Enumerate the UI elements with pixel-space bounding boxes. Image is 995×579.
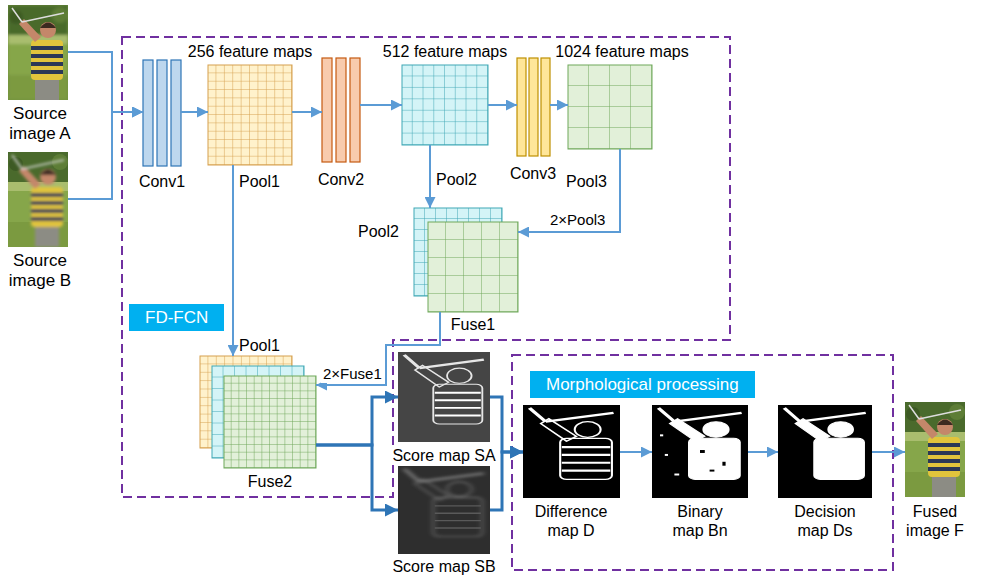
binary-map bbox=[652, 405, 748, 498]
photo-b bbox=[8, 152, 68, 247]
conv-layer: Conv2 bbox=[322, 58, 360, 162]
difference-map bbox=[523, 405, 620, 498]
connector-arrow bbox=[429, 145, 431, 208]
image-caption: Score map SB bbox=[390, 557, 497, 576]
pool1-grid bbox=[208, 65, 292, 165]
source-image: Source image A bbox=[8, 5, 68, 100]
photo-fused bbox=[905, 402, 965, 497]
fuse1-stack bbox=[414, 208, 518, 312]
fused-image: Fused image F bbox=[905, 402, 965, 497]
image-caption: Source image B bbox=[0, 251, 82, 291]
input-label: Pool2 bbox=[358, 222, 399, 241]
connector-arrow bbox=[748, 451, 778, 453]
layer-label: Conv1 bbox=[139, 172, 185, 191]
layer-label: Fuse1 bbox=[451, 315, 495, 334]
edge-label: 2×Fuse1 bbox=[321, 365, 384, 383]
feature-grid: 1024 feature mapsPool3 bbox=[568, 65, 652, 149]
image-caption: Decision map Ds bbox=[780, 502, 870, 540]
image-caption: Difference map D bbox=[519, 502, 623, 540]
feature-grid: 512 feature mapsPool2 bbox=[402, 65, 488, 145]
connector-arrow bbox=[181, 111, 208, 113]
region-tag: FD-FCN bbox=[129, 304, 224, 331]
region-tag: Morphological processing bbox=[530, 371, 755, 398]
source-image: Source image B bbox=[8, 152, 68, 247]
input-label: Pool1 bbox=[239, 336, 280, 355]
map-image: Difference map D bbox=[523, 405, 620, 498]
connector-arrow bbox=[316, 312, 440, 385]
image-caption: Score map SA bbox=[390, 446, 497, 465]
conv2-bars bbox=[322, 58, 360, 162]
score-map-a bbox=[398, 352, 490, 442]
feature-count: 256 feature maps bbox=[188, 42, 313, 61]
score-map-b bbox=[398, 466, 490, 554]
layer-label: Pool1 bbox=[239, 172, 280, 191]
conv1-bars bbox=[143, 60, 181, 166]
image-caption: Fused image F bbox=[899, 502, 971, 540]
connector-arrow bbox=[620, 451, 652, 453]
connector-arrow bbox=[550, 104, 568, 106]
conv-layer: Conv1 bbox=[143, 60, 181, 166]
processing-outline bbox=[512, 355, 893, 570]
layer-label: Fuse2 bbox=[248, 472, 292, 491]
layer-label: Pool2 bbox=[436, 170, 477, 189]
layer-label: Conv2 bbox=[318, 170, 364, 189]
image-caption: Binary map Bn bbox=[662, 502, 738, 540]
connector-arrow bbox=[488, 104, 517, 106]
layer-label: Conv3 bbox=[510, 164, 556, 183]
connector-arrow bbox=[316, 397, 398, 445]
fuse2-stack bbox=[200, 356, 316, 468]
connector-arrow bbox=[518, 149, 620, 232]
pool3-grid bbox=[568, 65, 652, 149]
feature-count: 512 feature maps bbox=[383, 42, 508, 61]
connector-arrow bbox=[316, 445, 398, 510]
conv3-bars bbox=[517, 58, 550, 156]
decision-map bbox=[778, 405, 872, 498]
feature-grid: 256 feature mapsPool1 bbox=[208, 65, 292, 165]
map-image: Binary map Bn bbox=[652, 405, 748, 498]
conv-layer: Conv3 bbox=[517, 58, 550, 156]
edge-label: 2×Pool3 bbox=[548, 211, 607, 229]
score-map: Score map SA bbox=[398, 352, 490, 442]
image-caption: Source image A bbox=[0, 104, 82, 144]
fusion-stack: Pool2Fuse1 bbox=[414, 208, 518, 312]
connector-arrow bbox=[68, 112, 143, 199]
connector-arrow bbox=[232, 165, 234, 356]
pool2-grid bbox=[402, 65, 488, 145]
feature-count: 1024 feature maps bbox=[555, 42, 688, 61]
photo-a bbox=[8, 5, 68, 100]
processing-region: Morphological processingDifference map D… bbox=[512, 355, 893, 570]
fusion-stack: Pool1Fuse2 bbox=[200, 356, 316, 468]
connector-arrow bbox=[490, 397, 523, 452]
connector-arrow bbox=[872, 451, 905, 453]
connector-arrow bbox=[68, 52, 143, 112]
layer-label: Pool3 bbox=[566, 172, 607, 191]
connector-arrow bbox=[292, 111, 322, 113]
connector-arrow bbox=[360, 104, 402, 106]
network-outline bbox=[122, 37, 730, 497]
network-region: FD-FCNConv1256 feature mapsPool1Conv2512… bbox=[122, 37, 730, 497]
map-image: Decision map Ds bbox=[778, 405, 872, 498]
score-map: Score map SB bbox=[398, 466, 490, 554]
